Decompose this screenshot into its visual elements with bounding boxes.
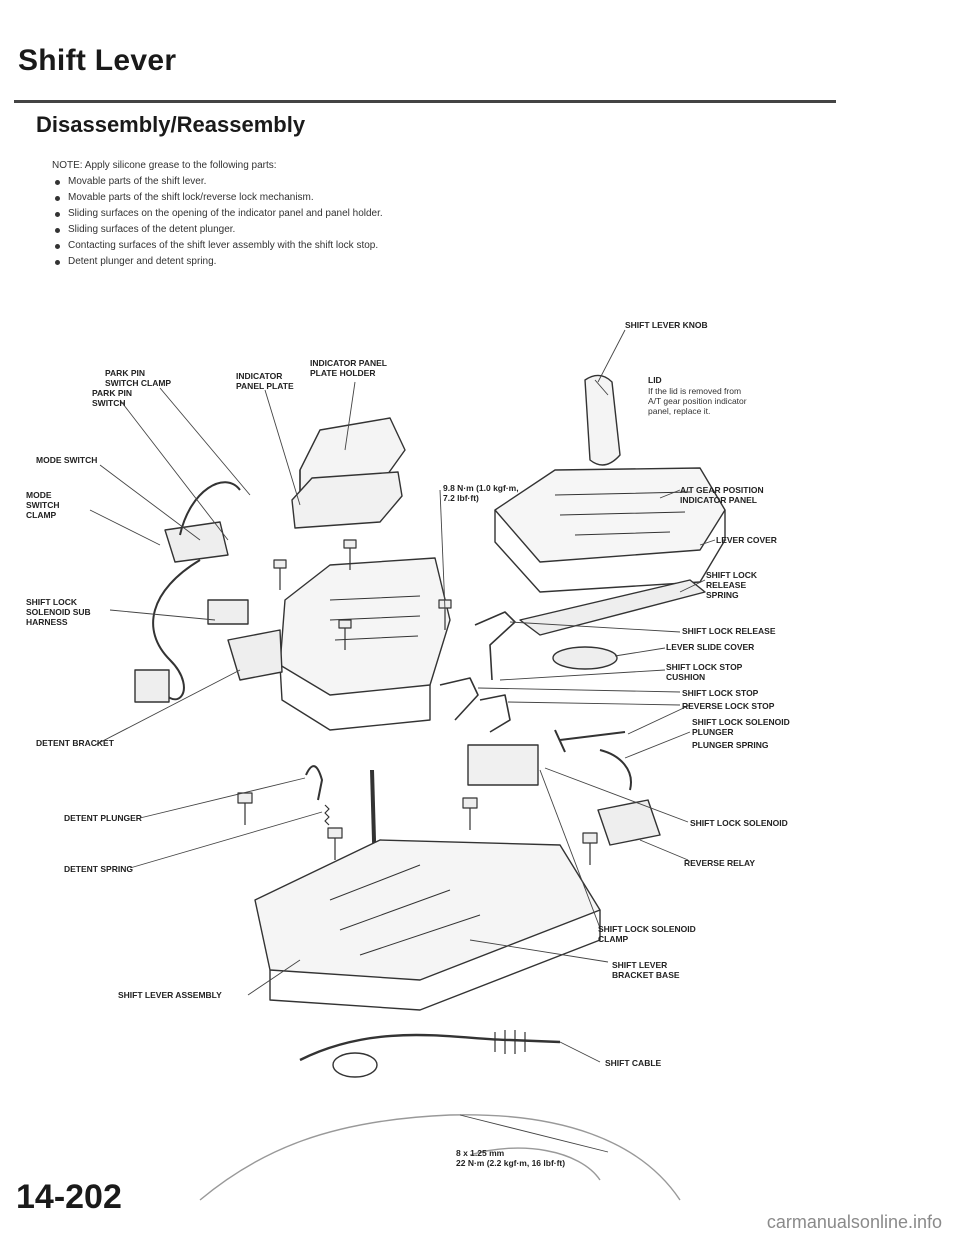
notes-lead: NOTE: Apply silicone grease to the follo… [52, 160, 277, 171]
label-lid: LID [648, 375, 662, 385]
shift-lock-release-spring [519, 579, 706, 636]
detent-plunger [305, 765, 323, 801]
notes-item: Sliding surfaces on the opening of the i… [52, 206, 383, 222]
detent-spring [324, 804, 330, 826]
label-detent-plunger: DETENT PLUNGER [64, 813, 142, 823]
label-mode-switch-clamp: MODE SWITCH CLAMP [26, 490, 60, 520]
label-shift-lock-solenoid-clamp: SHIFT LOCK SOLENOID CLAMP [598, 924, 696, 944]
notes-list: Movable parts of the shift lever. Movabl… [52, 174, 383, 270]
label-lever-cover: LEVER COVER [716, 535, 777, 545]
label-lever-slide-cover: LEVER SLIDE COVER [666, 642, 755, 652]
label-indicator-panel-plate-holder: INDICATOR PANEL PLATE HOLDER [310, 358, 387, 378]
label-shift-lock-release-spring: SHIFT LOCK RELEASE SPRING [706, 570, 757, 600]
lever-slide-cover [552, 646, 618, 670]
label-park-pin-switch-clamp: PARK PIN SWITCH CLAMP [105, 368, 172, 388]
shift-cable [299, 1033, 561, 1062]
label-detent-spring: DETENT SPRING [64, 864, 133, 874]
indicator-panel-plate [291, 471, 403, 529]
shift-lock-release [474, 611, 516, 681]
label-shift-lock-stop: SHIFT LOCK STOP [682, 688, 759, 698]
sub-harness-wire [152, 559, 201, 701]
label-reverse-relay: REVERSE RELAY [684, 858, 756, 868]
shift-lever-housing [279, 557, 451, 696]
label-shift-lock-release: SHIFT LOCK RELEASE [682, 626, 776, 636]
detent-bracket [227, 629, 283, 681]
label-mode-switch: MODE SWITCH [36, 455, 98, 465]
label-plunger-spring: PLUNGER SPRING [692, 740, 769, 750]
label-shift-lever-knob: SHIFT LEVER KNOB [625, 320, 708, 330]
label-shift-lock-solenoid: SHIFT LOCK SOLENOID [690, 818, 788, 828]
label-lid-note: If the lid is removed from A/T gear posi… [648, 386, 747, 416]
watermark: carmanualsonline.info [766, 1212, 942, 1232]
notes-block: NOTE: Apply silicone grease to the follo… [52, 158, 383, 270]
notes-item: Contacting surfaces of the shift lever a… [52, 238, 383, 254]
notes-item: Detent plunger and detent spring. [52, 254, 383, 270]
page-title: Shift Lever [18, 44, 177, 77]
label-shift-lever-assembly: SHIFT LEVER ASSEMBLY [118, 990, 222, 1000]
label-at-gear-position-indicator-panel: A/T GEAR POSITION INDICATOR PANEL [680, 485, 764, 505]
bolt-group [237, 539, 598, 865]
label-reverse-lock-stop: REVERSE LOCK STOP [682, 701, 775, 711]
floor-panel [199, 1114, 681, 1201]
leader-lines [89, 329, 716, 1153]
notes-item: Sliding surfaces of the detent plunger. [52, 222, 383, 238]
label-park-pin-switch: PARK PIN SWITCH [92, 388, 132, 408]
reverse-relay [597, 799, 661, 846]
notes-item: Movable parts of the shift lever. [52, 174, 383, 190]
label-shift-lock-solenoid-sub-harness: SHIFT LOCK SOLENOID SUB HARNESS [26, 597, 91, 627]
exploded-view-diagram [89, 329, 726, 1201]
label-shift-cable: SHIFT CABLE [605, 1058, 662, 1068]
shift-lock-solenoid-plunger [554, 729, 626, 753]
title-rule [14, 100, 836, 103]
label-shift-lock-stop-cushion: SHIFT LOCK STOP CUSHION [666, 662, 743, 682]
page-number: 14-202 [16, 1178, 122, 1216]
label-shift-lock-solenoid-plunger: SHIFT LOCK SOLENOID PLUNGER [692, 717, 790, 737]
label-indicator-panel-plate: INDICATOR PANEL PLATE [236, 371, 294, 391]
shift-lever-bracket-base [254, 839, 601, 981]
notes-item: Movable parts of the shift lock/reverse … [52, 190, 383, 206]
reverse-lock-stop [479, 694, 511, 733]
label-detent-bracket: DETENT BRACKET [36, 738, 114, 748]
shift-lever-knob [584, 374, 621, 466]
lever-cover [494, 467, 726, 563]
harness-connector [134, 669, 170, 703]
shift-lock-stop [439, 677, 479, 721]
section-title: Disassembly/Reassembly [36, 112, 306, 137]
shift-lock-solenoid-body [467, 744, 539, 786]
label-shift-lever-bracket-base: SHIFT LEVER BRACKET BASE [612, 960, 680, 980]
label-bolt-spec: 8 x 1.25 mm 22 N·m (2.2 kgf·m, 16 lbf·ft… [456, 1148, 566, 1168]
label-torque-small: 9.8 N·m (1.0 kgf·m, 7.2 lbf·ft) [443, 483, 519, 503]
